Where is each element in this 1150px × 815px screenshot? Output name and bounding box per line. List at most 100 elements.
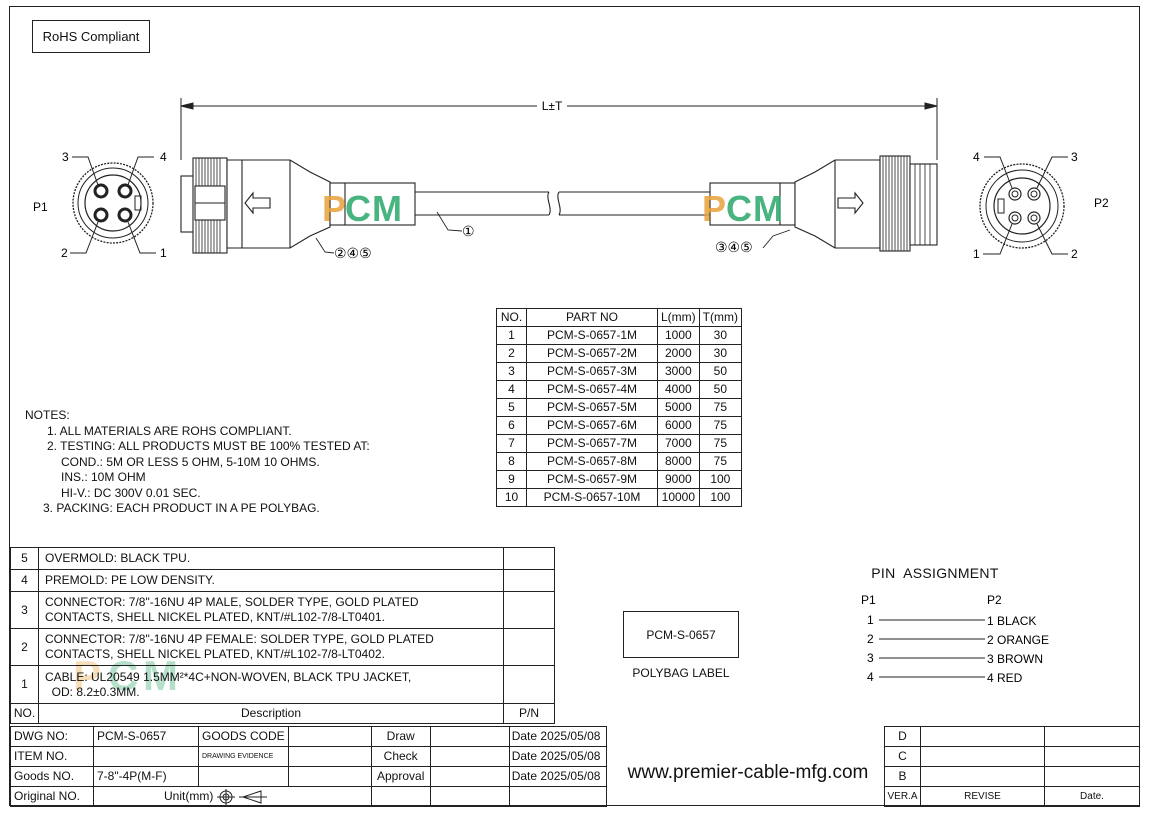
rev-date (1044, 766, 1140, 787)
rev-desc (920, 726, 1045, 747)
approval-spacer2 (429, 786, 510, 807)
parts-cell: 100 (698, 488, 743, 507)
pin-assignment-title: PIN ASSIGNMENT (871, 565, 999, 581)
drawing-evidence-value (287, 746, 372, 767)
item-no-label: ITEM NO. (10, 746, 94, 767)
note-line: 3. PACKING: EACH PRODUCT IN A PE POLYBAG… (43, 501, 320, 515)
title-row: DWG NO: PCM-S-0657 GOODS CODE Draw Date … (10, 726, 607, 747)
pin-p2-header: P2 (987, 593, 1002, 607)
bom-no: 3 (10, 591, 39, 629)
bom-desc: CABLE: UL20549 1.5MM²*4C+NON-WOVEN, BLAC… (38, 665, 504, 704)
table-row: 3 CONNECTOR: 7/8"-16NU 4P MALE, SOLDER T… (10, 591, 555, 629)
parts-cell: PCM-S-0657-4M (526, 380, 658, 399)
parts-cell: 50 (698, 380, 743, 399)
dwg-no-label: DWG NO: (10, 726, 94, 747)
table-row: 2 CONNECTOR: 7/8"-16NU 4P FEMALE: SOLDER… (10, 628, 555, 666)
parts-header-cell: NO. (496, 308, 527, 327)
pin-row-3-p2: 3 BROWN (987, 652, 1043, 666)
p2-label: P2 (1094, 196, 1109, 210)
note-line: INS.: 10M OHM (61, 470, 146, 484)
parts-cell: 10 (496, 488, 527, 507)
rev-desc (920, 766, 1045, 787)
unit-label: Unit(mm) (164, 789, 214, 803)
bom-no-header: NO. (10, 703, 39, 724)
watermark-m: M (372, 188, 402, 229)
parts-cell: 9 (496, 470, 527, 489)
bom-pn (503, 628, 555, 666)
title-block: DWG NO: PCM-S-0657 GOODS CODE Draw Date … (10, 726, 607, 807)
pcm-watermark-right: P C M (702, 188, 783, 229)
pin-row-3-p1: 3 (867, 651, 874, 665)
callout-left: ②④⑤ (334, 245, 372, 261)
table-row: D (884, 726, 1140, 747)
drawing-evidence-label: DRAWING EVIDENCE (198, 746, 289, 767)
polybag-label-box: PCM-S-0657 (623, 611, 739, 658)
bom-pn (503, 569, 555, 592)
table-row: B (884, 766, 1140, 787)
p2-pin3-label: 3 (1071, 150, 1078, 164)
p1-label: P1 (33, 200, 48, 214)
parts-cell: 100 (698, 470, 743, 489)
table-header-row: VER.A REVISE Date. (884, 786, 1140, 807)
rev-letter: B (884, 766, 921, 787)
bom-desc: CONNECTOR: 7/8"-16NU 4P MALE, SOLDER TYP… (38, 591, 504, 629)
rev-desc (920, 746, 1045, 767)
unit-cell: Unit(mm) (93, 786, 372, 807)
approval-sign (429, 766, 510, 787)
p1-pin4-label: 4 (160, 150, 167, 164)
parts-header-cell: L(mm) (657, 308, 700, 327)
goods-no-extra2 (287, 766, 372, 787)
parts-cell: PCM-S-0657-8M (526, 452, 658, 471)
approval-spacer (370, 786, 431, 807)
notes-block: NOTES: 1. ALL MATERIALS ARE ROHS COMPLIA… (25, 408, 370, 517)
parts-cell: 4 (496, 380, 527, 399)
parts-cell: 75 (698, 434, 743, 453)
parts-cell: 75 (698, 452, 743, 471)
draw-sign (429, 726, 510, 747)
parts-cell: 75 (698, 416, 743, 435)
parts-cell: PCM-S-0657-1M (526, 326, 658, 345)
rev-date (1044, 726, 1140, 747)
p1-pin1-label: 1 (160, 246, 167, 260)
watermark-c: C (726, 188, 752, 229)
projection-symbol-icon (216, 788, 267, 805)
callout-leaders (315, 211, 791, 254)
bom-no: 1 (10, 665, 39, 704)
callout-right: ③④⑤ (715, 239, 753, 255)
goods-no-label: Goods NO. (10, 766, 94, 787)
bom-table: 5 OVERMOLD: BLACK TPU. 4 PREMOLD: PE LOW… (10, 547, 555, 724)
approval-label: Approval (370, 766, 431, 787)
parts-cell: 30 (698, 326, 743, 345)
parts-cell: 5 (496, 398, 527, 417)
approval-spacer3 (508, 786, 607, 807)
length-dimension (180, 98, 938, 160)
title-row: Goods NO. 7-8"-4P(M-F) Approval Date 202… (10, 766, 607, 787)
parts-header-cell: T(mm) (698, 308, 743, 327)
parts-cell: 50 (698, 362, 743, 381)
bom-pn (503, 547, 555, 570)
p2-pin4-label: 4 (973, 150, 980, 164)
watermark-p: P (322, 188, 346, 229)
parts-cell: 8000 (657, 452, 700, 471)
pin-row-1-p1: 1 (867, 613, 874, 627)
bom-desc: PREMOLD: PE LOW DENSITY. (38, 569, 504, 592)
note-line: COND.: 5M OR LESS 5 OHM, 5-10M 10 OHMS. (61, 454, 320, 469)
pin-row-1-p2: 1 BLACK (987, 614, 1036, 628)
goods-no-value: 7-8"-4P(M-F) (93, 766, 199, 787)
table-row: 4 PREMOLD: PE LOW DENSITY. (10, 569, 555, 592)
watermark-c: C (345, 188, 371, 229)
parts-cell: 6 (496, 416, 527, 435)
parts-cell: 7 (496, 434, 527, 453)
bom-desc: CONNECTOR: 7/8"-16NU 4P FEMALE: SOLDER T… (38, 628, 504, 666)
bom-desc: OVERMOLD: BLACK TPU. (38, 547, 504, 570)
pin-row-2-p2: 2 ORANGE (987, 633, 1049, 647)
parts-cell: 10000 (657, 488, 700, 507)
check-date: Date 2025/05/08 (508, 746, 607, 767)
